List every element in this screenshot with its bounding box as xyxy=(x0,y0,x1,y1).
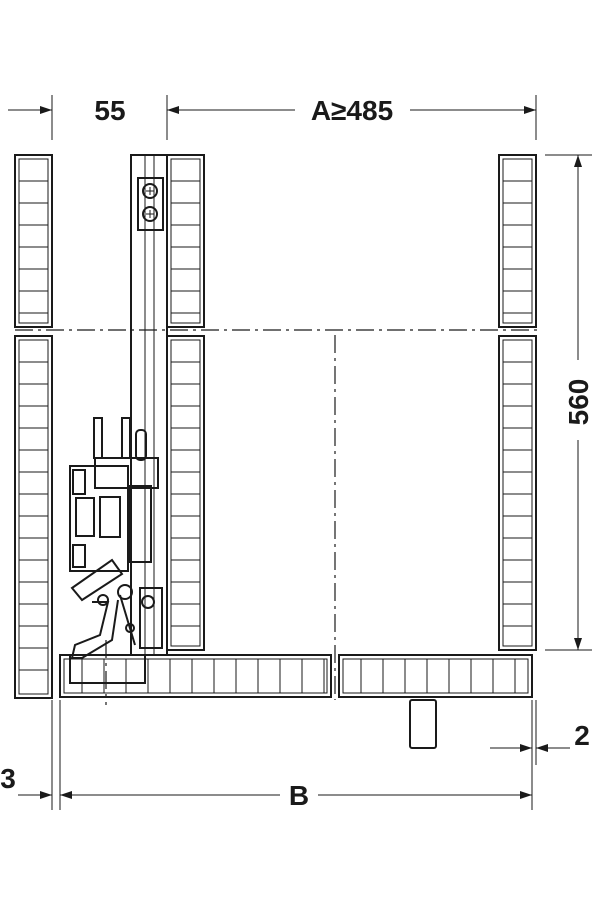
dimension-label-560: 560 xyxy=(563,379,594,426)
dimension-label-3: 3 xyxy=(0,763,16,794)
inner-side-panel-upper xyxy=(166,154,205,328)
dimension-a: A≥485 xyxy=(167,95,537,140)
dimension-560: 560 xyxy=(545,154,594,651)
drawer-runner-rail xyxy=(130,154,168,656)
hinge-cup xyxy=(69,654,146,684)
drawer-front-left xyxy=(59,654,332,698)
right-side-panel-lower xyxy=(498,335,537,651)
right-side-panel-upper xyxy=(498,154,537,328)
dimension-b: B xyxy=(51,700,537,811)
drawer-knob xyxy=(409,699,437,749)
dimension-2: 2 xyxy=(490,720,590,752)
dimension-label-b: B xyxy=(289,780,309,811)
dimension-label-a: A≥485 xyxy=(311,95,393,126)
screw-icon xyxy=(142,206,158,222)
dimension-label-2: 2 xyxy=(574,720,590,751)
dimension-3: 3 xyxy=(0,763,52,799)
left-side-panel-upper xyxy=(14,154,53,328)
screw-icon xyxy=(142,183,158,199)
hinge-mechanism xyxy=(69,417,163,705)
dimension-label-55: 55 xyxy=(94,95,125,126)
inner-side-panel-lower xyxy=(166,335,205,651)
drawer-front-right xyxy=(338,654,533,698)
panels xyxy=(14,154,537,699)
left-side-panel-lower xyxy=(14,335,53,699)
dimension-55: 55 xyxy=(8,95,168,140)
